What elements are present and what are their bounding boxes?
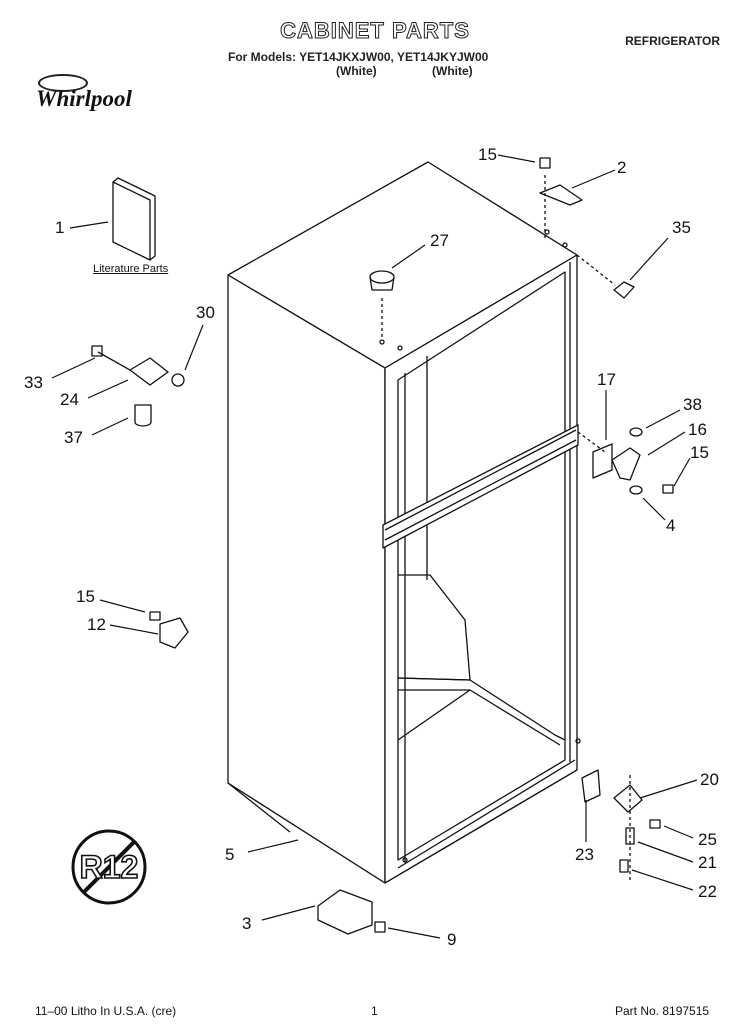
callout-number: 27 [430,231,449,250]
callout-number: 15 [76,587,95,606]
callout-number: 35 [672,218,691,237]
callout-number: 23 [575,845,594,864]
model-color-2: (White) [432,64,473,78]
callout-number: 20 [700,770,719,789]
page-title: CABINET PARTS [280,18,470,44]
callout-number: 33 [24,373,43,392]
callout-number: 17 [597,370,616,389]
r12-prohibited-badge: R12 [71,829,147,905]
callout-number: 4 [666,516,676,535]
callout-number: 9 [447,930,457,949]
callout-number: 2 [617,158,627,177]
literature-book [112,181,151,261]
whirlpool-swirl-icon [38,74,88,92]
callout-number: 24 [60,390,79,409]
callout-number: 1 [55,218,65,237]
callout-number: 15 [478,145,497,164]
callout-number: 16 [688,420,707,439]
product-type: REFRIGERATOR [625,34,720,48]
cabinet-opening [397,271,566,861]
footer-part-number: Part No. 8197515 [615,1004,710,1018]
model-color-1: (White) [336,64,377,78]
cabinet-side-panel [227,274,386,884]
literature-parts-label: Literature Parts [93,263,169,275]
callout-number: 22 [698,882,717,901]
callout-number: 15 [690,443,709,462]
callout-number: 21 [698,853,717,872]
callout-number: 37 [64,428,83,447]
callout-number: 38 [683,395,702,414]
brand-logo: Whirlpool [36,86,132,111]
callout-number: 30 [196,303,215,322]
mullion-rail [382,424,579,549]
callout-number: 25 [698,830,717,849]
badge-text: R12 [80,849,139,885]
footer-litho: 11–00 Litho In U.S.A. (cre) [35,1004,177,1018]
footer-page-number: 1 [371,1004,378,1018]
callout-number: 3 [242,914,252,933]
callout-number: 5 [225,845,235,864]
callout-number: 12 [87,615,106,634]
models-line: For Models: YET14JKXJW00, YET14JKYJW00 [228,50,489,64]
